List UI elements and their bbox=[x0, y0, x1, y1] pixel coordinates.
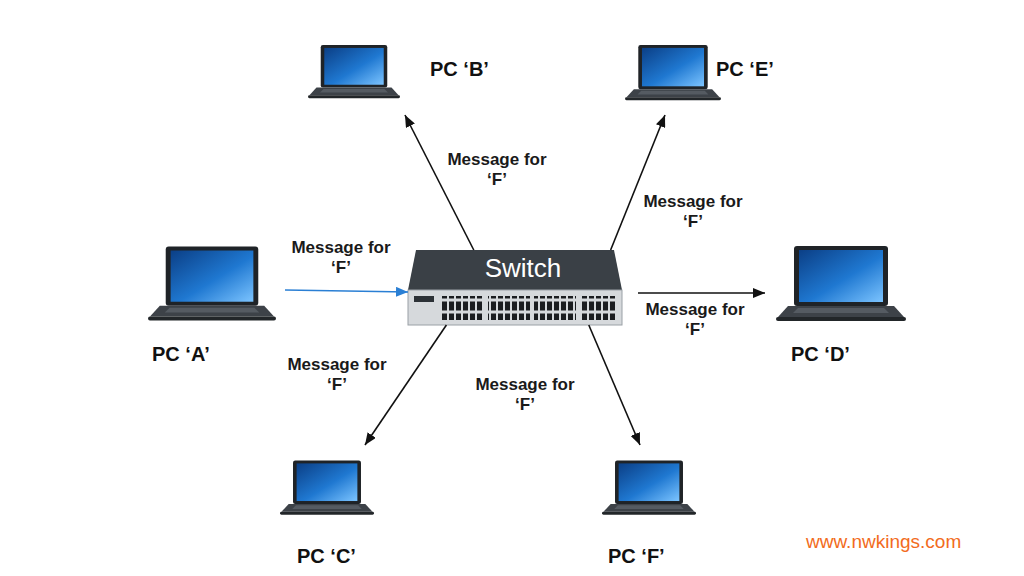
message-arrow bbox=[365, 325, 446, 445]
laptop-icon bbox=[308, 45, 400, 98]
edge-label: Message for ‘F’ bbox=[636, 300, 754, 341]
switch-ports bbox=[580, 296, 615, 320]
laptop-icon bbox=[148, 247, 276, 321]
message-arrow bbox=[589, 325, 640, 445]
laptop-icon bbox=[280, 461, 374, 515]
pc-box: PC ‘E’ bbox=[620, 30, 800, 115]
pc-box: PC ‘F’ bbox=[600, 445, 705, 572]
pc-box: PC ‘D’ bbox=[765, 240, 915, 370]
laptop-icon bbox=[776, 246, 906, 321]
pc-label: PC ‘D’ bbox=[791, 343, 850, 366]
watermark-url: www.nwkings.com bbox=[806, 531, 961, 553]
message-arrow bbox=[638, 292, 765, 294]
laptop-icon bbox=[625, 45, 721, 100]
switch-ports bbox=[488, 296, 530, 320]
pc-box: PC ‘A’ bbox=[140, 240, 285, 370]
message-arrow bbox=[285, 290, 408, 292]
laptop-icon bbox=[602, 461, 696, 515]
message-arrow bbox=[405, 115, 474, 250]
edge-label: Message for ‘F’ bbox=[634, 192, 752, 233]
pc-label: PC ‘E’ bbox=[716, 58, 774, 81]
pc-label: PC ‘F’ bbox=[608, 545, 665, 568]
message-arrow bbox=[611, 115, 665, 250]
edge-label: Message for ‘F’ bbox=[466, 375, 584, 416]
switch-ports bbox=[534, 296, 576, 320]
pc-box: PC ‘C’ bbox=[275, 445, 395, 572]
switch-box: Switch bbox=[408, 250, 638, 325]
switch-front bbox=[408, 290, 622, 325]
pc-label: PC ‘A’ bbox=[152, 343, 210, 366]
pc-box: PC ‘B’ bbox=[305, 30, 520, 115]
switch-label: Switch bbox=[408, 254, 638, 284]
pc-label: PC ‘B’ bbox=[430, 58, 489, 81]
switch-logo bbox=[414, 296, 434, 302]
pc-label: PC ‘C’ bbox=[297, 545, 356, 568]
edge-label: Message for ‘F’ bbox=[438, 150, 556, 191]
switch-ports bbox=[442, 296, 484, 320]
edge-label: Message for ‘F’ bbox=[282, 238, 400, 279]
edge-label: Message for ‘F’ bbox=[278, 355, 396, 396]
